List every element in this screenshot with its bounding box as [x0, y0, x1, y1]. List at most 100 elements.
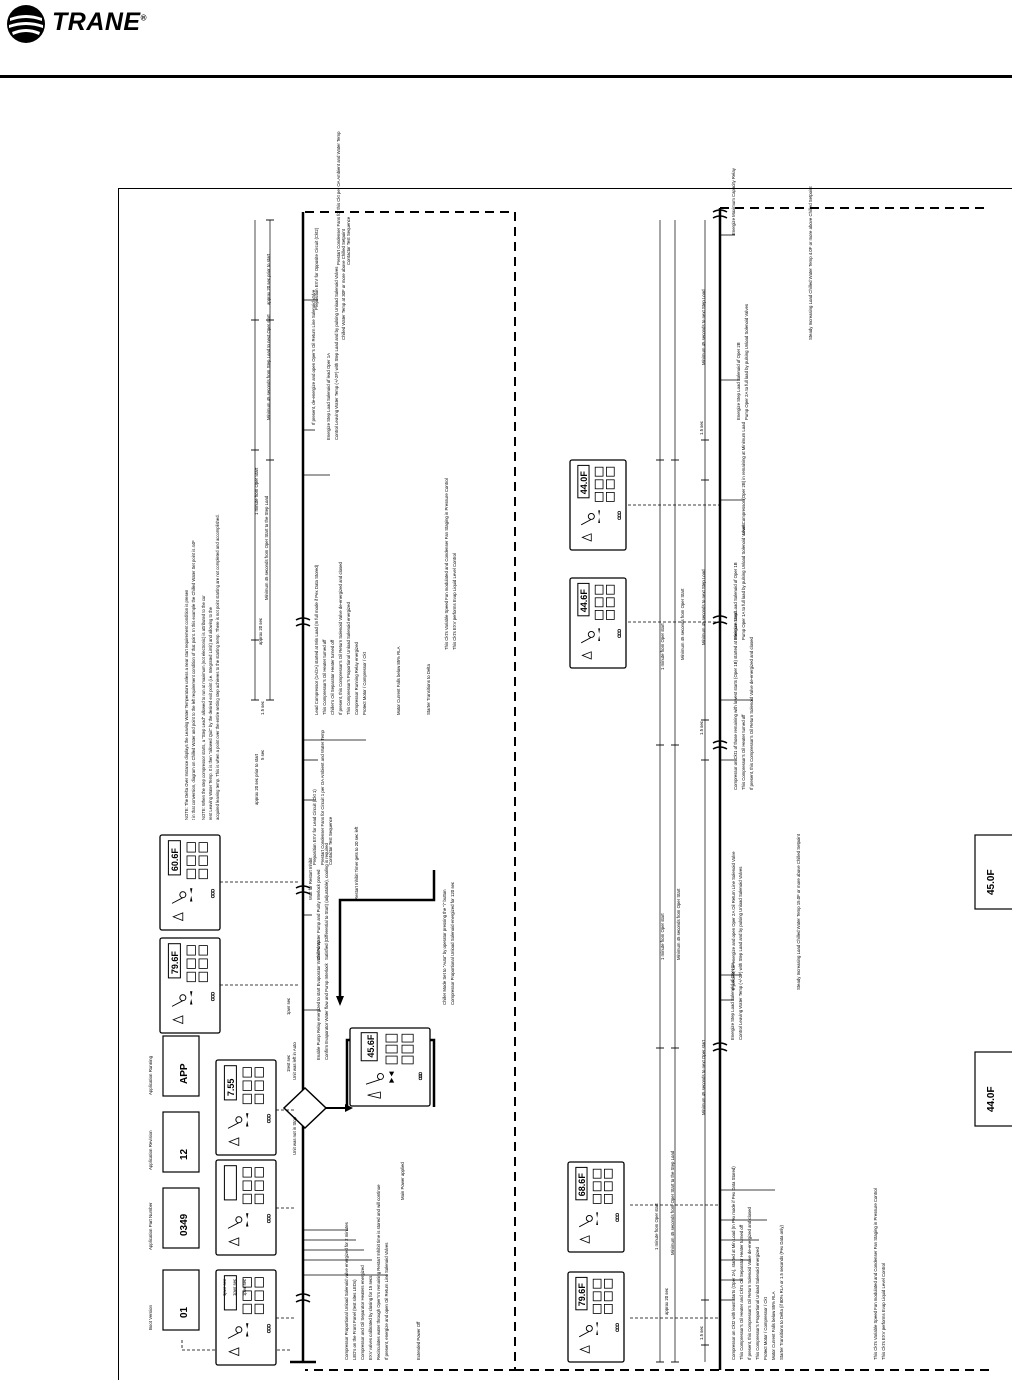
keypad-button: [401, 1033, 414, 1043]
timing-label: approx 20 sec: [664, 1287, 669, 1315]
controller-display-partial: [974, 1051, 1012, 1127]
up-arrow-icon: [190, 895, 193, 902]
timing-label: 1pwr sec: [222, 1278, 227, 1296]
sequence-note: Pump Oper 2A to full load by pulsing Unl…: [744, 304, 749, 420]
info-display-label: Application Revision: [148, 1130, 153, 1170]
display-readout-window: [223, 1065, 237, 1101]
keypad-button: [604, 1291, 613, 1302]
keypad-button: [198, 842, 208, 853]
sequence-note: This Compressor's Oil Heater turned off: [322, 639, 327, 715]
timeline-break-icon: [712, 209, 728, 219]
wrench-icon: [365, 1073, 384, 1085]
dashed-boundary-left: [305, 211, 516, 1371]
keypad-button: [592, 1304, 602, 1314]
sequence-note: Control Leaving Water Temp (+/-2F) with …: [334, 267, 339, 440]
up-arrow-icon: [190, 998, 193, 1005]
sequence-note: Compressor on Ckt1 of those remaining wi…: [733, 611, 738, 790]
timing-label: Minimum 45 seconds from Oper Start to th…: [264, 495, 269, 600]
timing-label: 5 sec: [260, 749, 265, 760]
display-readout-window: [223, 1165, 237, 1201]
display-readout-window: [577, 582, 590, 617]
sequence-note: Motor Current Falls below 85% RLA: [771, 1291, 776, 1360]
timing-label: Minimum 45 seconds from Step Load to nex…: [266, 314, 271, 420]
sequence-note: Preposition EXV for Opposite Circuit (Ck…: [314, 227, 319, 310]
sequence-note: Satisfied (Differential to Start) (adjus…: [324, 842, 329, 960]
sequence-note: If present, de-energize and open Oper 2A…: [731, 851, 736, 990]
keypad-button: [242, 1080, 252, 1091]
keypad-button: [186, 958, 196, 969]
wrench-icon: [227, 1116, 243, 1129]
timing-label: Minimum 45 seconds from Oper Start: [680, 588, 685, 660]
down-arrow-icon: [598, 510, 601, 516]
sequence-note: Wait for Restart Inhibit: [308, 857, 313, 900]
sequence-note: Compressor Proportional Unload Solenoid …: [450, 881, 455, 1005]
wrench-icon: [171, 994, 187, 1007]
keypad-button: [242, 1303, 252, 1315]
keypad-button: [242, 1093, 252, 1105]
keypad-button: [401, 1044, 414, 1054]
info-display-readout: 0349: [179, 1213, 190, 1236]
keypad-button: [606, 584, 615, 595]
keypad-button: [254, 1093, 264, 1105]
sequence-note: EXV valves calibrated by closing for 15 …: [368, 1274, 373, 1360]
display-readout: 7.55: [226, 1079, 236, 1097]
down-arrow-icon: [598, 628, 601, 634]
down-arrow-icon: [596, 1212, 599, 1218]
timeline-break-icon: [712, 1042, 728, 1052]
page-header: TRANE®: [0, 0, 1012, 82]
sequence-note: This Compressor's Proportional Unload So…: [346, 602, 351, 715]
display-readout: 79.6F: [577, 1283, 587, 1307]
diagram-note: rent Leaving Water Temp. It is then "all…: [208, 606, 213, 820]
timing-label: 1 minute from Oper start: [660, 913, 665, 960]
timing-label: Minimum 45 seconds from Oper Start: [676, 888, 681, 960]
header-rule: [0, 75, 1012, 78]
wrench-icon: [578, 1215, 593, 1228]
up-arrow-icon: [598, 635, 601, 641]
sequence-note: Preposition EXV for Lead Circuit (Ckt 1): [312, 789, 317, 865]
sequence-note: This Ckt's EXV performs Evap Liquid Leve…: [881, 1263, 886, 1360]
sequence-note: Contactor Test Sequence: [346, 216, 351, 265]
indicator-led-icon: [418, 1074, 423, 1078]
keypad-button: [606, 597, 615, 608]
info-display-window: [162, 1111, 200, 1173]
keypad-button: [594, 610, 604, 620]
sequence-note: Recirculates water through Oper'n's rema…: [376, 1184, 381, 1360]
timing-label: 1.5 sec: [260, 700, 265, 715]
display-readout-window: [577, 464, 590, 499]
keypad-button: [385, 1055, 398, 1065]
keypad-button: [604, 1181, 613, 1192]
display-readout-window: [575, 1166, 588, 1201]
info-display-window: [162, 1187, 200, 1249]
sequence-note: If present, de-energize and open Oper's …: [311, 289, 316, 425]
sequence-note: This Ckt's Variable Speed Fan modulated …: [444, 478, 449, 650]
auto-loop-path: [338, 870, 436, 1000]
sequence-note: If present, this Compressor's Oil Return…: [338, 562, 343, 715]
timeline-break-icon: [295, 885, 311, 895]
indicator-led-icon: [617, 634, 622, 638]
alarm-triangle-icon: [581, 651, 592, 660]
keypad-button: [254, 1193, 264, 1205]
sequence-note: This Ckt's Variable Speed Fan modulated …: [873, 1188, 878, 1360]
sequence-note: Unit was not in Stop: [292, 1116, 297, 1155]
display-readout: 79.6F: [170, 951, 180, 975]
timing-label: approx 20 sec prior to start: [266, 253, 271, 305]
sequence-note: If present, this Compressor's Oil Return…: [747, 1207, 752, 1360]
sequence-note: Starter Transitions to Delta: [426, 664, 431, 715]
keypad-button: [242, 1167, 252, 1178]
keypad-button: [594, 479, 604, 490]
alarm-triangle-icon: [579, 1345, 590, 1354]
sequence-note: Energize Step Load Solenoid of Oper 1B: [733, 562, 738, 640]
timing-label: 1pwr sec: [286, 997, 291, 1015]
timeline-break-icon: [295, 1293, 311, 1303]
info-display-label: Boot Version: [148, 1305, 153, 1330]
timing-label: 1test sec: [286, 1054, 291, 1072]
sequence-note: Extended Power Off: [416, 1321, 421, 1360]
up-arrow-icon: [389, 1077, 395, 1083]
alarm-triangle-icon: [172, 912, 184, 922]
keypad-button: [254, 1067, 264, 1078]
keypad-button: [198, 855, 208, 866]
timing-label: 1pwr sec: [242, 1278, 247, 1296]
keypad-button: [604, 1304, 613, 1314]
down-arrow-icon: [596, 1322, 599, 1328]
indicator-led-icon: [211, 997, 215, 1002]
